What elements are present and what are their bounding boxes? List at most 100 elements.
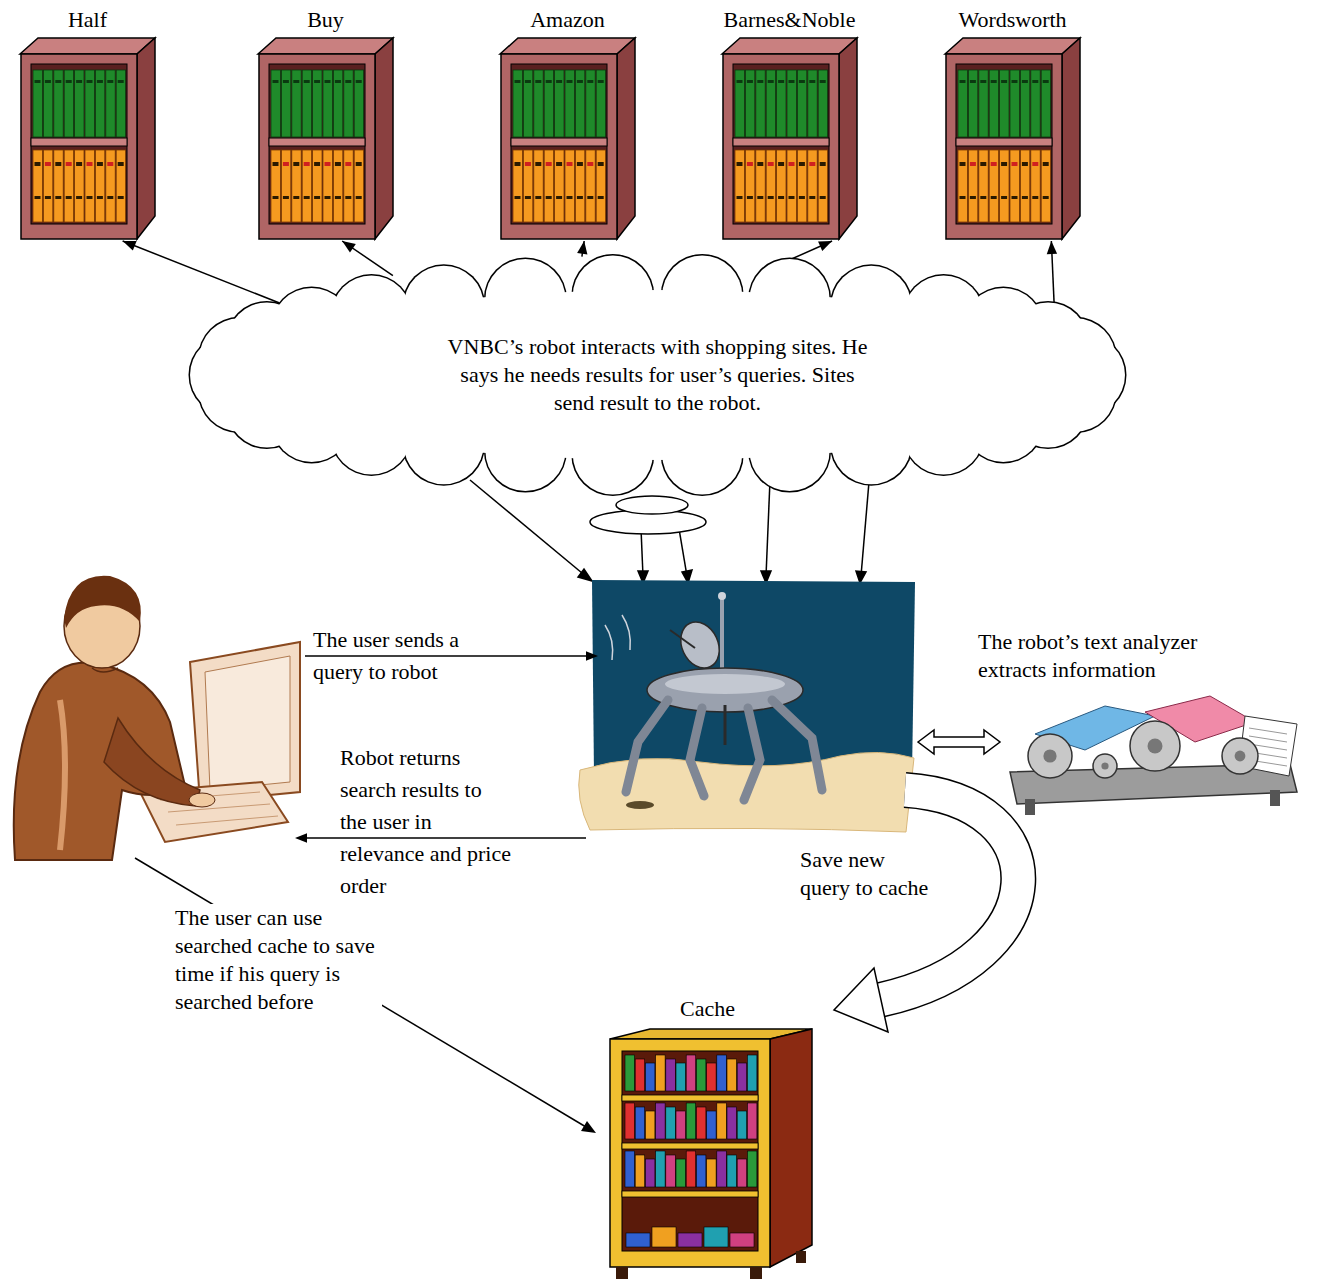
book-band xyxy=(45,162,51,166)
book-band xyxy=(87,162,93,166)
book xyxy=(85,150,94,222)
shelf-board xyxy=(31,138,127,146)
book-band xyxy=(778,162,784,166)
book-band xyxy=(66,162,72,166)
book xyxy=(766,150,775,222)
cabinet-board xyxy=(622,1191,758,1197)
book xyxy=(787,150,796,222)
connector xyxy=(342,241,393,276)
book xyxy=(797,150,806,222)
book xyxy=(777,150,786,222)
book xyxy=(33,70,42,137)
book-band xyxy=(757,80,763,83)
book xyxy=(797,70,806,137)
book xyxy=(313,70,322,137)
machine-leg xyxy=(1270,790,1280,806)
book xyxy=(745,70,754,137)
book xyxy=(586,150,595,222)
book-band xyxy=(293,162,299,166)
cloud-puffs xyxy=(590,496,706,534)
book-band xyxy=(567,196,573,199)
shelf-top xyxy=(500,38,635,54)
book xyxy=(766,70,775,137)
book-band xyxy=(556,162,562,166)
shelf-front xyxy=(21,54,137,239)
book-band xyxy=(747,80,753,83)
book-band xyxy=(525,162,531,166)
arrow-head xyxy=(586,651,598,661)
book-band xyxy=(757,196,763,199)
save-arrow xyxy=(834,790,1018,1032)
book-band xyxy=(960,162,966,166)
book xyxy=(1000,150,1009,222)
book-band xyxy=(283,80,289,83)
book-band xyxy=(567,80,573,83)
book xyxy=(565,150,574,222)
book xyxy=(747,1103,757,1139)
save-label: Save new query to cache xyxy=(800,846,935,902)
book-band xyxy=(1043,80,1049,83)
user-picture xyxy=(14,576,300,860)
book-band xyxy=(799,196,805,199)
book xyxy=(737,1159,747,1187)
shelf-inside xyxy=(269,64,365,224)
book xyxy=(989,150,998,222)
shelf-side xyxy=(839,38,857,239)
book xyxy=(989,70,998,137)
book-band xyxy=(768,196,774,199)
book-band xyxy=(107,162,113,166)
book-band xyxy=(768,162,774,166)
book xyxy=(513,70,522,137)
shelf-front xyxy=(259,54,375,239)
book-band xyxy=(283,196,289,199)
book-band xyxy=(293,80,299,83)
book xyxy=(43,150,52,222)
book xyxy=(575,70,584,137)
roller xyxy=(1093,754,1117,778)
book xyxy=(818,70,827,137)
shelf-board xyxy=(733,138,829,146)
book xyxy=(534,150,543,222)
cache-node: Cache xyxy=(590,995,825,1282)
connector xyxy=(790,241,832,260)
book xyxy=(625,1055,635,1091)
arrow-line xyxy=(305,655,588,657)
book-band xyxy=(304,80,310,83)
book xyxy=(745,150,754,222)
connector-line xyxy=(790,241,832,260)
book xyxy=(64,150,73,222)
book xyxy=(666,1155,676,1187)
book xyxy=(106,70,115,137)
book xyxy=(1020,70,1029,137)
book-band xyxy=(991,80,997,83)
item xyxy=(678,1233,702,1247)
book-band xyxy=(35,196,41,199)
book xyxy=(33,150,42,222)
book xyxy=(727,1107,737,1139)
shelf-side xyxy=(617,38,635,239)
book xyxy=(645,1159,655,1187)
book xyxy=(696,1155,706,1187)
store-name: Barnes&Noble xyxy=(697,6,882,34)
arrow-line xyxy=(305,837,586,839)
book xyxy=(344,70,353,137)
book-band xyxy=(789,162,795,166)
book-band xyxy=(314,162,320,166)
book xyxy=(302,70,311,137)
bookshelf-node: Amazon xyxy=(475,6,660,241)
shelf-board xyxy=(956,138,1052,146)
shelf-front xyxy=(501,54,617,239)
book-band xyxy=(991,162,997,166)
book xyxy=(106,150,115,222)
shelf-top xyxy=(722,38,857,54)
book xyxy=(544,70,553,137)
book-band xyxy=(737,196,743,199)
arrow-head xyxy=(1047,241,1057,254)
arrow-head xyxy=(295,833,307,843)
book xyxy=(85,70,94,137)
book-band xyxy=(567,162,573,166)
roller-hub xyxy=(1101,762,1108,769)
book xyxy=(116,70,125,137)
book xyxy=(565,70,574,137)
book-band xyxy=(87,80,93,83)
